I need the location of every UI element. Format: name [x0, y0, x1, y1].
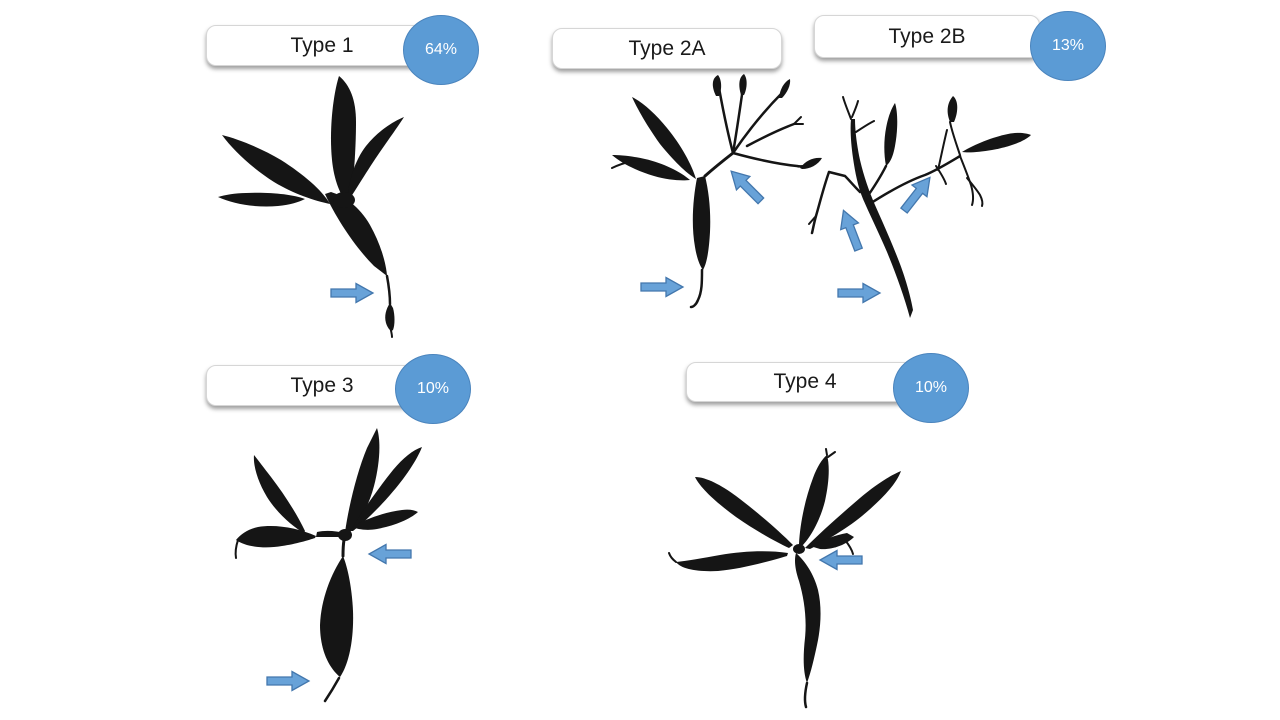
label-type4: Type 4 — [773, 370, 837, 393]
junction-arrow-icon-type4 — [818, 549, 863, 571]
label-box-type1: Type 1 — [206, 25, 438, 66]
percent-badge-type4: 10% — [893, 353, 969, 423]
thallus-drawing-type3 — [234, 428, 422, 703]
stipe-arrow-icon-type2b — [837, 282, 882, 304]
percent-badge-type1: 64% — [403, 15, 479, 85]
thallus-drawing-type2b — [808, 96, 1031, 318]
label-type2b: Type 2B — [888, 24, 966, 48]
junction-arrow-icon-type3 — [367, 543, 412, 565]
branch-arrow-icon-type2a — [730, 170, 765, 205]
percent-type4: 10% — [914, 379, 948, 396]
thallus-drawing-type2a — [611, 74, 822, 309]
stipe-arrow-icon-type3 — [266, 670, 311, 692]
percent-type3: 10% — [416, 380, 450, 397]
label-type2a: Type 2A — [628, 36, 706, 60]
percent-badge-type3: 10% — [395, 354, 471, 424]
branch-arrow-icon-type2b-upper — [900, 176, 931, 214]
label-box-type2a: Type 2A — [552, 28, 782, 69]
stipe-arrow-icon-type1 — [330, 282, 375, 304]
label-box-type2b: Type 2B — [814, 15, 1040, 58]
percent-badge-type2b: 13% — [1030, 11, 1106, 81]
percent-type1: 64% — [424, 41, 458, 58]
thallus-drawing-type1 — [218, 76, 404, 338]
stipe-arrow-icon-type2a — [640, 276, 685, 298]
label-box-type4: Type 4 — [686, 362, 924, 402]
label-type1: Type 1 — [290, 33, 354, 57]
label-type3: Type 3 — [290, 373, 354, 397]
thallus-drawing-type4 — [668, 448, 901, 709]
percent-type2b: 13% — [1051, 37, 1085, 54]
branch-arrow-icon-type2b-lower — [839, 209, 864, 252]
